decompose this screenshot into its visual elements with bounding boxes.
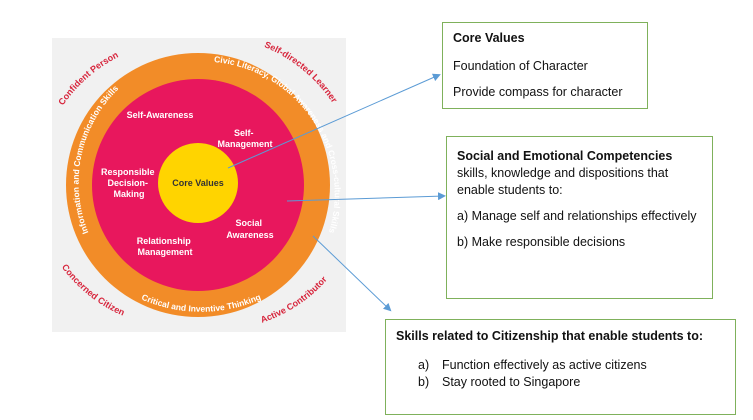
label-relationship-management: Relationship Management: [137, 236, 194, 257]
label-self-management: Self- Management: [217, 128, 272, 149]
citizenship-callout-item: b) Stay rooted to Singapore: [418, 374, 725, 391]
competencies-callout-title: Social and Emotional Competencies: [457, 149, 673, 163]
citizenship-callout-item: a) Function effectively as active citize…: [418, 357, 725, 374]
label-core-values: Core Values: [172, 178, 224, 188]
citizenship-callout-title: Skills related to Citizenship that enabl…: [396, 329, 703, 343]
core-values-callout-title: Core Values: [453, 31, 525, 45]
competencies-callout-intro: skills, knowledge and dispositions that …: [457, 166, 669, 197]
arrow-core-values: [227, 73, 441, 169]
list-item-text: Function effectively as active citizens: [442, 358, 647, 372]
competencies-callout: Social and Emotional Competencies skills…: [446, 136, 713, 299]
list-item-text: Stay rooted to Singapore: [442, 375, 581, 389]
core-values-callout: Core Values Foundation of Character Prov…: [442, 22, 648, 109]
competencies-callout-item: b) Make responsible decisions: [457, 235, 626, 249]
arrow-citizenship: [312, 235, 392, 312]
arrow-competencies: [286, 192, 446, 202]
core-values-callout-line: Provide compass for character: [453, 85, 623, 99]
core-values-callout-line: Foundation of Character: [453, 59, 588, 73]
list-marker: a): [418, 358, 430, 372]
label-responsible-decision-making: Responsible Decision- Making: [101, 167, 157, 199]
list-marker: b): [418, 375, 430, 389]
label-social-awareness: Social Awareness: [226, 218, 273, 240]
core-values-circle: [158, 143, 238, 223]
label-self-awareness: Self-Awareness: [127, 110, 194, 120]
citizenship-callout: Skills related to Citizenship that enabl…: [385, 319, 736, 415]
competencies-callout-item: a) Manage self and relationships effecti…: [457, 209, 697, 223]
